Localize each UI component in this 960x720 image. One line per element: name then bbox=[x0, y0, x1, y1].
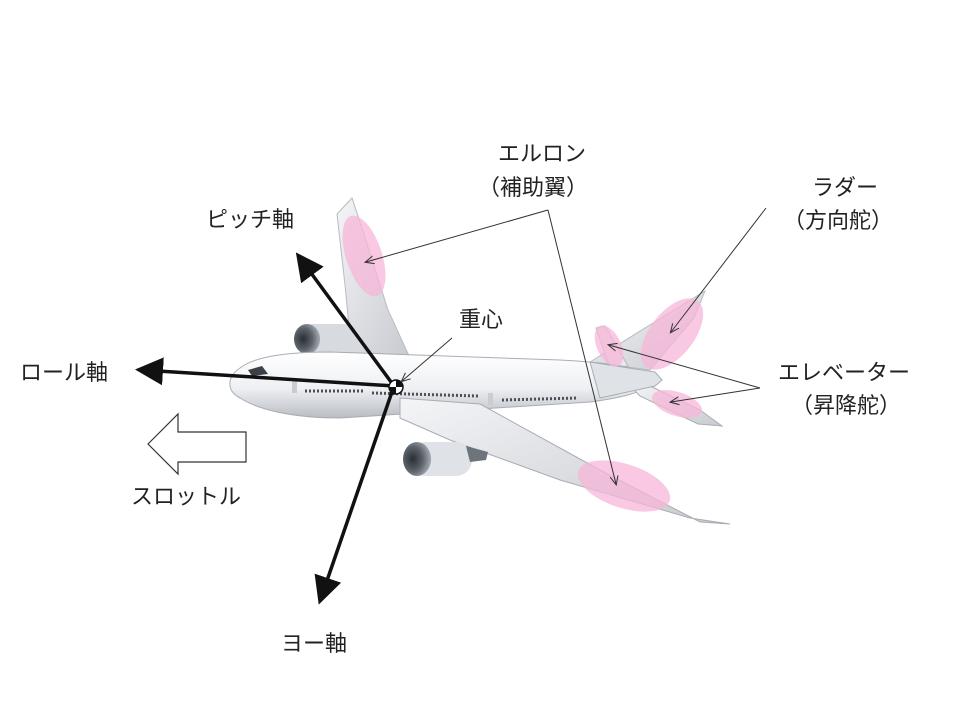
fuselage bbox=[229, 351, 656, 419]
tail-cone bbox=[589, 361, 663, 399]
door bbox=[488, 393, 493, 405]
roll-axis-label: ロール軸 bbox=[20, 361, 109, 386]
aileron-highlight-lower bbox=[577, 460, 671, 512]
cg-symbol bbox=[388, 379, 404, 395]
rudder-leader bbox=[671, 207, 767, 332]
aileron-leader-lower bbox=[547, 209, 616, 484]
elevator-leader-lower bbox=[671, 387, 761, 402]
elevator-sublabel: （昇降舵） bbox=[791, 394, 902, 419]
elevator-label: エレベーター bbox=[778, 361, 911, 386]
rudder-highlight bbox=[640, 298, 704, 370]
axis-arrows bbox=[135, 252, 404, 605]
lower-engine bbox=[403, 442, 488, 476]
cg-leader bbox=[402, 337, 453, 381]
aileron-sublabel: （補助翼） bbox=[478, 176, 589, 201]
lower-wing bbox=[399, 397, 731, 525]
rudder-label: ラダー bbox=[812, 176, 879, 201]
throttle-label: スロットル bbox=[131, 485, 242, 510]
pitch-axis-arrow bbox=[295, 252, 396, 388]
aileron-label: エルロン bbox=[498, 142, 587, 167]
leader-lines bbox=[366, 207, 767, 484]
yaw-axis-arrow bbox=[314, 385, 396, 605]
door bbox=[292, 381, 297, 393]
center-of-gravity-label: 重心 bbox=[459, 308, 504, 333]
pitch-axis-label: ピッチ軸 bbox=[206, 208, 295, 233]
rudder-sublabel: （方向舵） bbox=[783, 209, 894, 234]
window-row bbox=[501, 396, 579, 402]
yaw-axis-label: ヨー軸 bbox=[281, 632, 348, 657]
throttle-arrow bbox=[147, 412, 247, 476]
aileron-leader-upper bbox=[366, 209, 549, 262]
roll-axis-arrow bbox=[135, 357, 395, 388]
upper-engine bbox=[294, 324, 358, 354]
elevator-leader-upper bbox=[609, 345, 761, 389]
cockpit-window bbox=[248, 366, 268, 376]
